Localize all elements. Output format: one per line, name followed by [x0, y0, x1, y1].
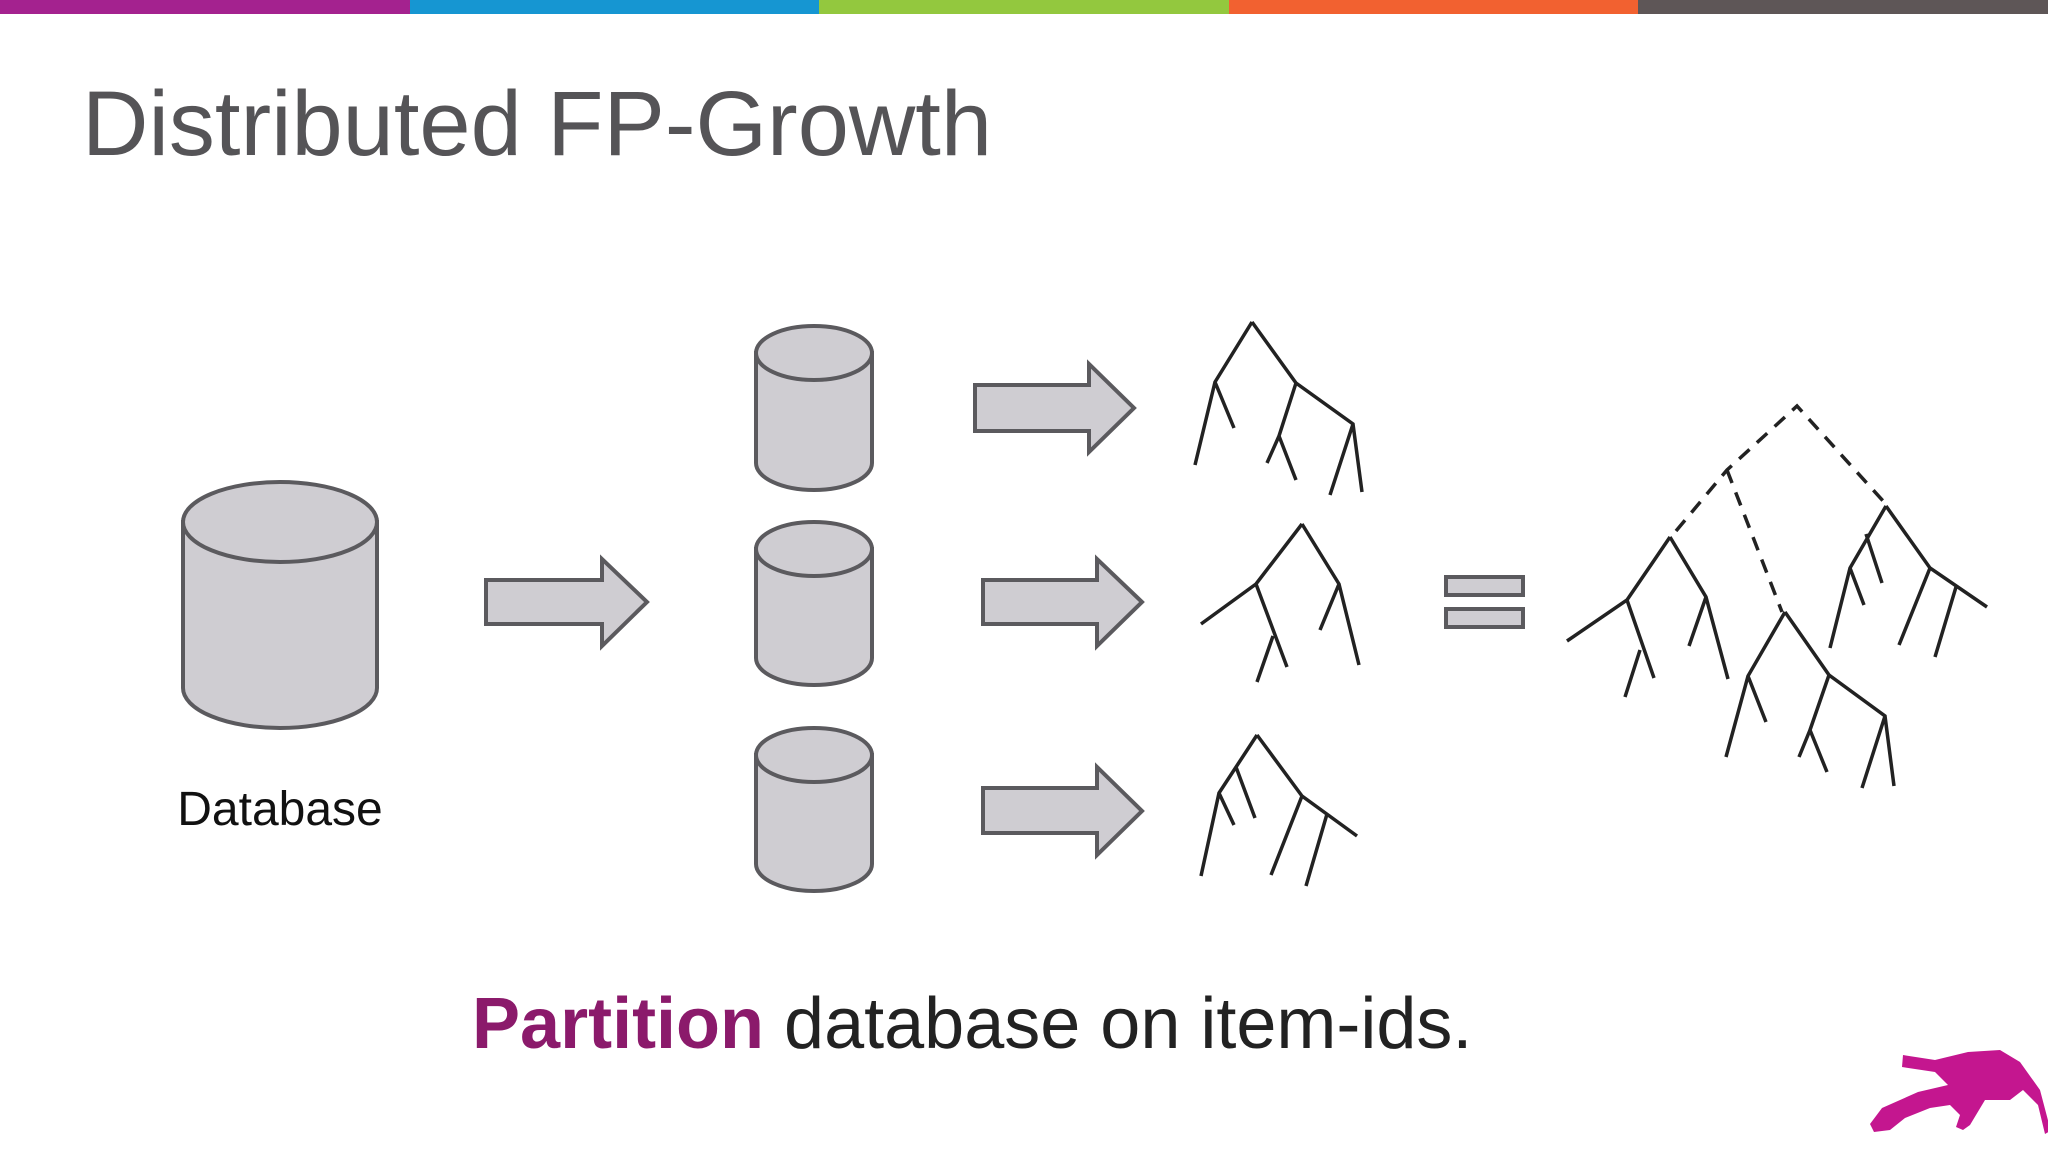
database-label: Database	[177, 783, 383, 836]
right-arrow-icon	[981, 554, 1145, 651]
partition-cylinder-icon	[754, 726, 874, 893]
stripe-segment-magenta	[0, 0, 410, 14]
fp-tree-icon	[1199, 733, 1359, 887]
merged-fp-tree-icon	[1566, 403, 1988, 789]
right-arrow-icon	[484, 554, 650, 651]
color-stripe	[0, 0, 2048, 14]
fp-tree-icon	[1199, 522, 1361, 683]
equals-icon	[1444, 575, 1525, 629]
right-arrow-icon	[973, 359, 1137, 457]
slide-caption: Partition database on item-ids.	[472, 983, 1472, 1065]
stripe-segment-orange	[1228, 0, 1639, 14]
stripe-segment-green	[819, 0, 1229, 14]
right-arrow-icon	[981, 762, 1145, 860]
stripe-segment-gray	[1638, 0, 2048, 14]
partition-cylinder-icon	[754, 520, 874, 687]
stripe-segment-blue	[409, 0, 820, 14]
partition-cylinder-icon	[754, 324, 874, 492]
database-cylinder-icon	[181, 480, 379, 730]
fp-tree-icon	[1193, 320, 1364, 496]
dog-logo-icon	[1870, 1050, 2048, 1134]
caption-highlight: Partition	[472, 984, 765, 1064]
caption-text: database on item-ids.	[764, 984, 1473, 1064]
page-title: Distributed FP-Growth	[82, 73, 993, 175]
